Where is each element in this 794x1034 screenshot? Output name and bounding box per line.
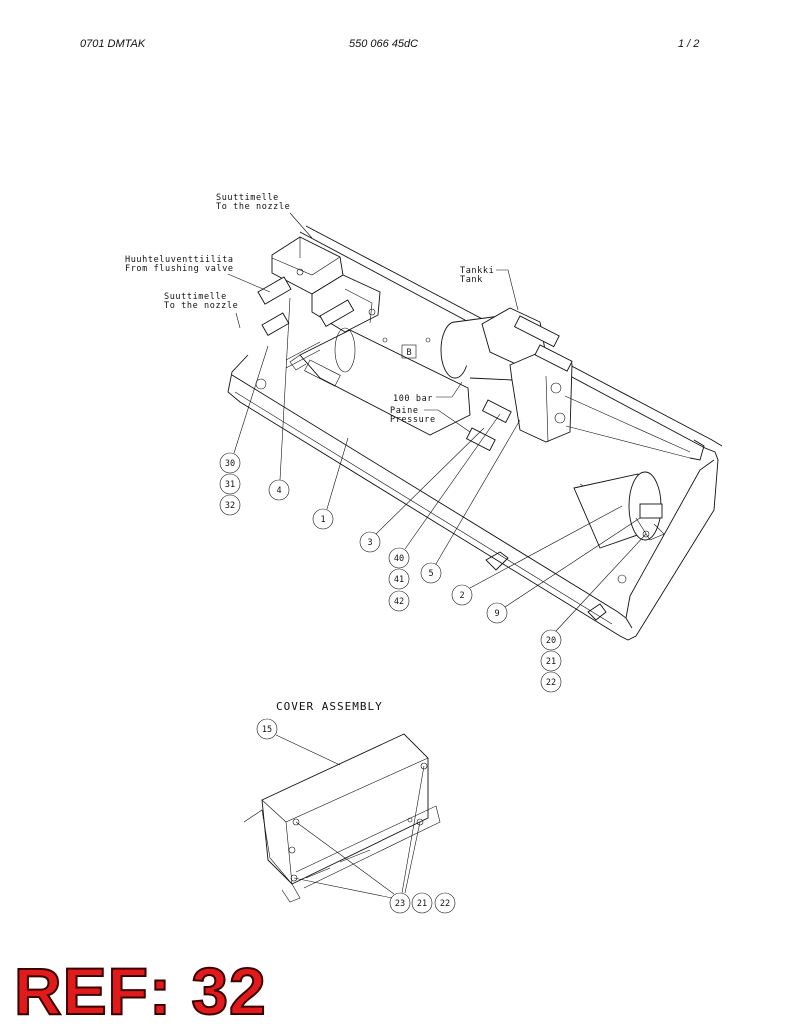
callout-22: 22 [546,678,556,688]
callout-21: 21 [546,657,556,667]
callout-3: 3 [367,538,372,548]
label-nozzle-mid-en: To the nozzle [164,301,238,311]
header-document-code: 0701 DMTAK [80,38,146,50]
valve-block-left [257,236,381,337]
callout-22-cover: 22 [440,899,450,909]
label-pressure-fi: Paine [390,406,419,416]
callout-23: 23 [395,899,405,909]
callouts-cover: 15 23 21 22 [256,718,456,914]
marker-b: B [382,337,431,359]
label-nozzle-top-en: To the nozzle [216,202,290,212]
pump-cylinder [285,327,471,436]
cover-assembly-title: COVER ASSEMBLY [276,700,383,713]
cover-assembly-drawing [243,733,441,903]
callout-4: 4 [276,486,281,496]
label-flush-fi: Huuhteluventtiilita [125,255,234,265]
marker-b-text: B [406,348,411,358]
callout-9: 9 [494,609,499,619]
callout-21-cover: 21 [417,899,427,909]
label-tank-fi: Tankki [460,266,494,276]
label-nozzle-top-fi: Suuttimelle [216,193,279,203]
callout-41: 41 [394,575,404,585]
label-tank-en: Tank [460,275,483,285]
header-page-number: 1 / 2 [678,38,700,50]
callout-42: 42 [394,597,404,607]
header-part-number: 550 066 45dC [349,38,419,50]
base-frame [227,225,723,641]
callout-2: 2 [459,591,464,601]
callout-5: 5 [428,569,433,579]
label-pressure-en: Pressure [390,415,436,425]
label-nozzle-mid-fi: Suuttimelle [164,292,227,302]
callout-15: 15 [262,725,272,735]
tank-valve-assembly [440,307,691,459]
callouts-main: 30 31 32 4 1 3 40 41 42 5 2 9 20 21 22 [219,297,647,693]
callout-40: 40 [394,554,404,564]
callout-31: 31 [225,480,235,490]
accumulator [573,471,665,549]
label-flush-en: From flushing valve [125,264,234,274]
callout-1: 1 [320,515,325,525]
reference-stamp: REF: 32 [13,954,267,1028]
callout-32: 32 [225,501,235,511]
label-bar: 100 bar [393,394,433,404]
callout-30: 30 [225,459,235,469]
callout-20: 20 [546,636,556,646]
